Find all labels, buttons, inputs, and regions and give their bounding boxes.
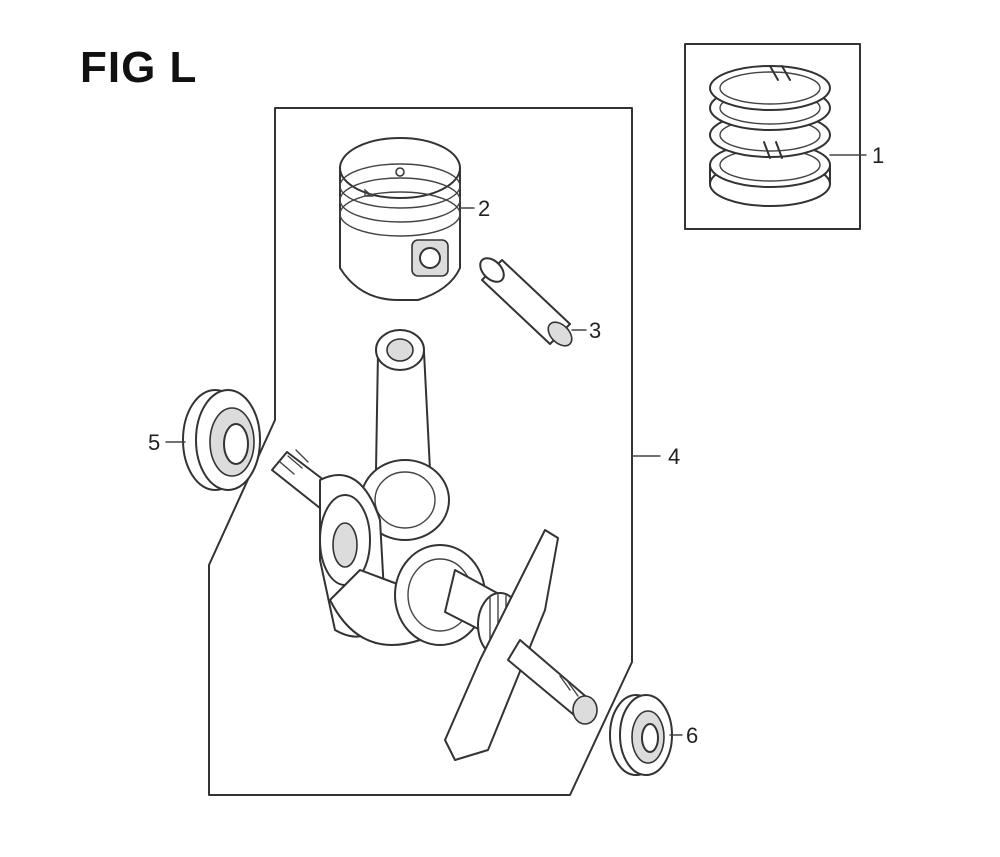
piston-ring-set	[709, 65, 867, 207]
callout-3: 3	[589, 318, 602, 343]
callout-2: 2	[478, 196, 491, 221]
assembly-frame	[208, 107, 633, 796]
callout-5: 5	[148, 430, 161, 455]
ring-set-frame	[684, 43, 861, 230]
figure-title: FIG L	[80, 43, 198, 92]
piston-pin	[479, 257, 587, 347]
callout-4: 4	[668, 444, 681, 469]
piston	[339, 137, 475, 301]
crankshaft	[271, 449, 661, 761]
callout-1: 1	[872, 143, 885, 168]
connecting-rod	[360, 329, 450, 541]
right-oil-seal	[609, 694, 683, 776]
left-bearing	[165, 389, 261, 491]
callout-6: 6	[686, 723, 699, 748]
